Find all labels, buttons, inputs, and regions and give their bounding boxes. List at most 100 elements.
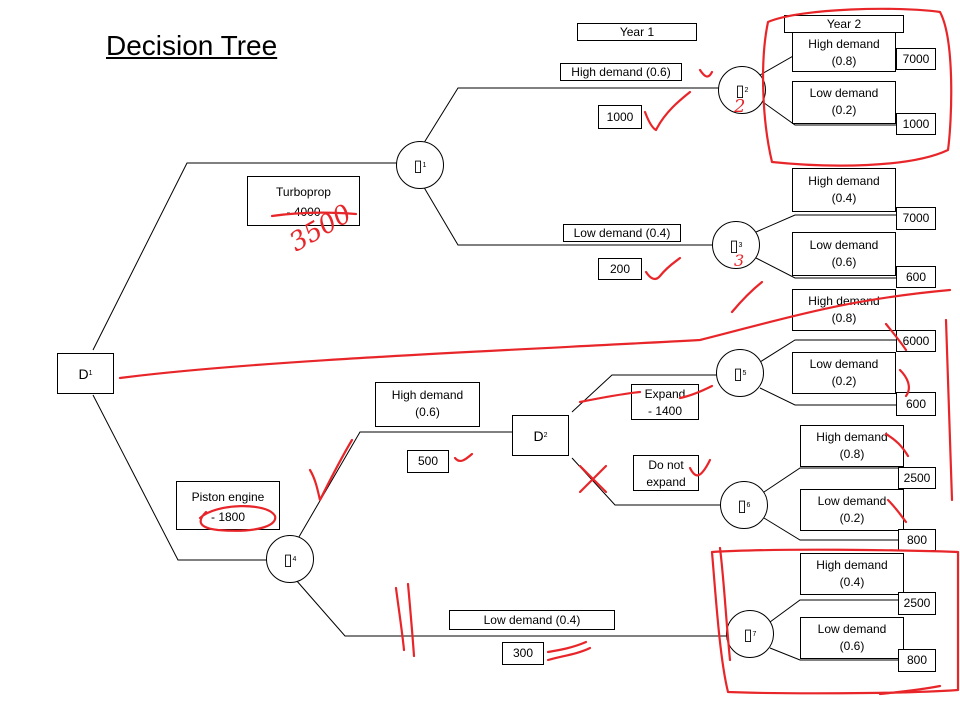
highlight-bottom-right [710,548,960,695]
outcome-payoff: 7000 [896,48,936,70]
outcome-payoff-text: 7000 [902,52,930,66]
outcome-payoff: 2500 [898,467,936,489]
strike-turboprop-cost [270,211,358,218]
p-high-l2: (0.6) [415,405,440,419]
c7-low-line [769,647,906,661]
c3-low-line [755,257,898,279]
d1-label: D [78,365,89,382]
outcome-payoff: 600 [896,392,936,416]
outcome-l1: High demand [816,558,888,572]
circle-piston-cost [198,505,277,532]
c2-low-line [759,99,898,126]
page-title: Decision Tree [106,30,278,61]
p-low-text: Low demand (0.4) [483,613,581,627]
arrow-c5-high [884,322,908,352]
c7-sub: 7 [752,630,757,638]
tick-t-high [643,90,692,132]
turboprop-name: Turboprop [276,185,331,199]
outcome-payoff-text: 2500 [903,596,931,610]
piston-name: Piston engine [191,490,265,504]
outcome-payoff-text: 1000 [902,117,930,131]
chance-node-4: ▯4 [266,535,314,583]
outcome-payoff-text: 800 [906,653,928,667]
outcome-payoff: 800 [898,529,936,551]
outcome-l2: (0.2) [839,511,865,525]
outcome-l2: (0.8) [831,54,857,68]
annotation-turboprop-revised: 3500 [285,199,357,258]
p-high-payoff: 500 [407,450,449,473]
scribble-right-vert [730,280,764,314]
outcome-l1: Low demand [809,238,879,252]
scribble-c7-left [718,546,732,662]
outcome-label: High demand (0.4) [792,168,896,212]
arrow-c5-low [898,368,910,398]
branch-turboprop-line [92,162,408,351]
outcome-l2: (0.4) [831,191,857,205]
piston-box: Piston engine - 1800 [176,481,280,530]
tick-p-high [453,452,474,463]
t-high-payoff-text: 1000 [606,110,634,124]
c3-high-line [755,214,898,233]
highlight-top-right [761,7,953,167]
outcome-payoff-text: 6000 [902,334,930,348]
expand-label: Expand - 1400 [631,384,699,420]
scribble-left-3 [406,582,416,658]
outcome-label: Low demand (0.2) [792,81,896,124]
chance-node-5: ▯5 [716,349,764,397]
noexpand-l2: expand [646,475,686,489]
outcome-l2: (0.6) [839,639,865,653]
p-low-payoff-text: 300 [512,646,534,660]
c6-glyph: ▯ [737,495,747,515]
chance-node-1: ▯1 [396,141,444,189]
turboprop-box: Turboprop - 4000 [247,176,360,226]
outcome-label: Low demand (0.2) [800,489,904,531]
outcome-label: Low demand (0.6) [800,617,904,659]
outcome-l1: High demand [808,174,880,188]
outcome-payoff: 1000 [896,113,936,135]
outcome-payoff-text: 800 [906,533,928,547]
t-low-payoff: 200 [598,258,642,280]
c5-sub: 5 [742,369,747,377]
outcome-l2: (0.2) [831,374,857,388]
scribble-left-2 [394,586,406,652]
branch-t-low-line [421,183,718,246]
outcome-payoff-text: 7000 [902,211,930,225]
chance-node-2: ▯2 [718,66,766,114]
outcome-payoff: 7000 [896,207,936,230]
year1-label: Year 1 [577,23,697,41]
chance-node-6: ▯6 [720,481,768,529]
tick-t-low [644,256,682,281]
c2-glyph: ▯ [735,80,745,100]
c7-high-line [769,599,906,623]
outcome-payoff: 2500 [898,592,936,615]
c1-glyph: ▯ [413,155,423,175]
t-low-payoff-text: 200 [609,262,631,276]
outcome-payoff: 800 [898,649,936,672]
c4-sub: 4 [292,555,297,563]
c5-glyph: ▯ [733,363,743,383]
annotation-c2-value: 2 [733,96,745,117]
outcome-payoff: 6000 [896,330,936,352]
noexpand-label: Do not expand [633,455,699,491]
outcome-payoff: 600 [896,266,936,288]
branch-p-high-line [295,431,512,543]
c2-sub: 2 [744,86,749,94]
outcome-payoff-text: 2500 [903,471,931,485]
c6-sub: 6 [746,501,751,509]
c6-low-line [763,517,906,541]
annotation-c3-value: 3 [734,251,744,270]
piston-cost: - 1800 [210,510,246,524]
noexpand-l1: Do not [648,458,684,472]
outcome-l1: High demand [808,294,880,308]
c5-low-line [759,387,898,406]
outcome-label: High demand (0.8) [792,32,896,72]
outcome-l2: (0.8) [831,311,857,325]
sweep-line [118,288,952,380]
outcome-l1: High demand [816,430,888,444]
scribble-left-1 [308,438,354,502]
scribble-right-side [944,318,954,502]
